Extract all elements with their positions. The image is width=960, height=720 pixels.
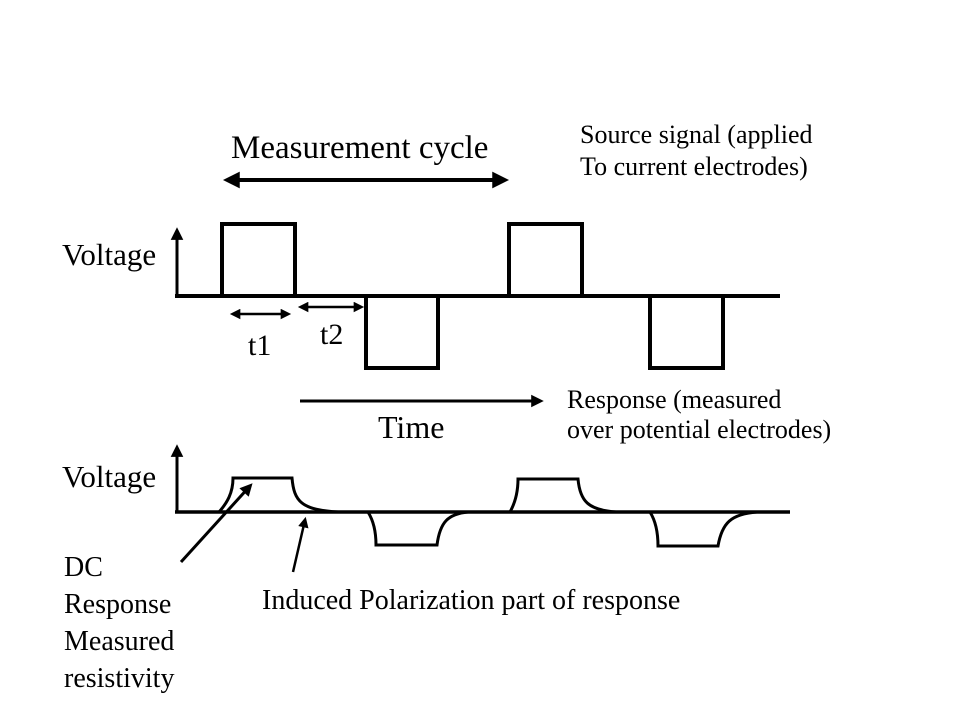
source-pulse-negative-2 [648,296,725,370]
source-signal-note-line2: To current electrodes) [580,152,808,181]
t2-label: t2 [320,318,344,351]
dc-annotation-line2: Response [64,589,172,620]
dc-response-annotation: DC Response Measured resistivity [64,549,174,697]
response-pulse-negative-1 [366,510,469,547]
response-note: Response (measured over potential electr… [567,385,831,445]
response-pulse-negative-2 [648,510,758,548]
source-pulse-positive-2 [507,222,584,296]
upper-voltage-axis-label: Voltage [62,237,157,272]
dc-annotation-line4: resistivity [64,663,175,694]
source-signal-note-line1: Source signal (applied [580,120,813,149]
dc-annotation-line1: DC [64,552,103,583]
source-pulse-negative-1 [364,296,440,370]
induced-polarization-annotation: Induced Polarization part of response [262,585,681,616]
lower-voltage-axis-label: Voltage [62,459,157,494]
response-pulse-positive-1 [217,476,339,514]
source-pulse-positive-1 [220,222,297,296]
response-note-line2: over potential electrodes) [567,415,832,444]
response-waveform [175,476,790,548]
source-signal-note: Source signal (applied To current electr… [580,119,813,183]
ip-pointer-arrow [291,516,309,573]
t1-label: t1 [248,329,272,362]
dc-response-pointer-arrow [179,483,253,564]
measurement-cycle-title: Measurement cycle [231,130,489,166]
response-note-line1: Response (measured [567,385,782,414]
response-pulse-positive-2 [508,477,617,514]
time-axis-label: Time [378,409,445,445]
source-signal-waveform [175,222,780,370]
dc-annotation-line3: Measured [64,626,175,657]
